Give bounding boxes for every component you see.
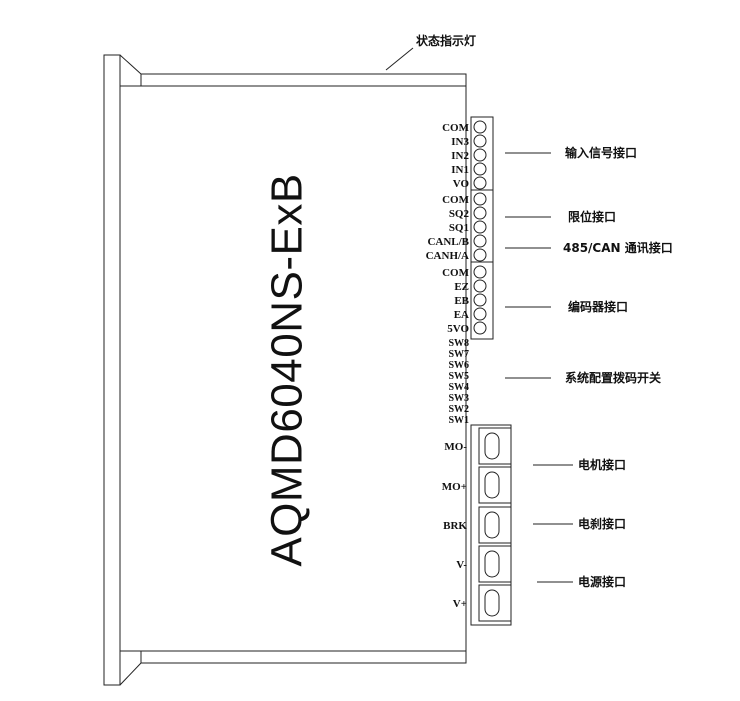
pin-label: COM bbox=[442, 194, 470, 206]
dip-label: SW3 bbox=[448, 393, 469, 404]
terminal-label: MO+ bbox=[442, 481, 467, 493]
pin-label: CANL/B bbox=[427, 236, 469, 248]
pin-hole bbox=[473, 206, 487, 220]
dip-label: SW2 bbox=[448, 404, 469, 415]
pin-hole bbox=[473, 234, 487, 248]
terminal-screw bbox=[478, 506, 512, 544]
terminal-screw bbox=[478, 545, 512, 583]
pin-hole bbox=[473, 134, 487, 148]
pin-label: CANH/A bbox=[426, 250, 469, 262]
pin-hole bbox=[473, 148, 487, 162]
model-name: AQMD6040NS-ExB bbox=[263, 173, 312, 566]
pin-label: IN1 bbox=[451, 164, 469, 176]
power-callout: 电源接口 bbox=[578, 574, 626, 589]
pin-label: SQ1 bbox=[449, 222, 469, 234]
status-indicator-callout: 状态指示灯 bbox=[385, 33, 476, 71]
input-signal-group: COM IN3 IN2 IN1 VO 输入信号接口 bbox=[442, 120, 637, 190]
comm-callout: 485/CAN 通讯接口 bbox=[563, 240, 673, 255]
pin-label: COM bbox=[442, 122, 470, 134]
pin-hole bbox=[473, 192, 487, 206]
terminal-label: MO- bbox=[444, 441, 467, 453]
dip-label: SW4 bbox=[448, 382, 469, 393]
dip-label: SW7 bbox=[448, 349, 469, 360]
terminal-label: V- bbox=[456, 559, 467, 571]
pin-label: VO bbox=[453, 178, 470, 190]
pin-label: SQ2 bbox=[449, 208, 470, 220]
terminal-label: BRK bbox=[443, 520, 467, 532]
pin-hole bbox=[473, 120, 487, 134]
pin-hole bbox=[473, 248, 487, 262]
terminal-screw bbox=[478, 427, 512, 465]
pin-hole bbox=[473, 293, 487, 307]
dip-switch-group: SW8 SW7 SW6 SW5 SW4 SW3 SW2 SW1 系统配置拨码开关 bbox=[448, 338, 661, 426]
pin-label: IN2 bbox=[451, 150, 469, 162]
limit-group: COM SQ2 SQ1 限位接口 bbox=[442, 192, 616, 234]
comm-group: CANL/B CANH/A 485/CAN 通讯接口 bbox=[426, 234, 673, 262]
encoder-group: COM EZ EB EA 5VO 编码器接口 bbox=[442, 265, 628, 335]
motor-callout: 电机接口 bbox=[578, 457, 626, 472]
dip-label: SW1 bbox=[448, 415, 469, 426]
dip-label: SW5 bbox=[448, 371, 469, 382]
dip-switch-callout: 系统配置拨码开关 bbox=[565, 370, 661, 385]
terminal-strip bbox=[470, 116, 494, 340]
pin-hole bbox=[473, 279, 487, 293]
device-body bbox=[103, 54, 467, 686]
status-indicator-label: 状态指示灯 bbox=[416, 33, 476, 48]
brake-callout: 电刹接口 bbox=[578, 516, 626, 531]
pin-label: EZ bbox=[454, 281, 469, 293]
pin-label: 5VO bbox=[447, 323, 469, 335]
terminal-label: V+ bbox=[453, 598, 467, 610]
dip-label: SW6 bbox=[448, 360, 469, 371]
pin-label: EB bbox=[454, 295, 469, 307]
pin-hole bbox=[473, 307, 487, 321]
pin-hole bbox=[473, 265, 487, 279]
pin-label: IN3 bbox=[451, 136, 469, 148]
pin-label: COM bbox=[442, 267, 470, 279]
encoder-callout: 编码器接口 bbox=[567, 299, 628, 314]
dip-label: SW8 bbox=[448, 338, 469, 349]
power-terminal-block: MO- MO+ BRK V- V+ 电机接口 电刹接口 电源接口 bbox=[442, 424, 626, 626]
pin-hole bbox=[473, 220, 487, 234]
terminal-screw bbox=[478, 466, 512, 504]
pin-hole bbox=[473, 176, 487, 190]
pin-label: EA bbox=[454, 309, 469, 321]
limit-callout: 限位接口 bbox=[568, 209, 616, 224]
input-signal-callout: 输入信号接口 bbox=[565, 145, 637, 160]
pin-hole bbox=[473, 321, 487, 335]
terminal-screw bbox=[478, 584, 512, 622]
pin-hole bbox=[473, 162, 487, 176]
